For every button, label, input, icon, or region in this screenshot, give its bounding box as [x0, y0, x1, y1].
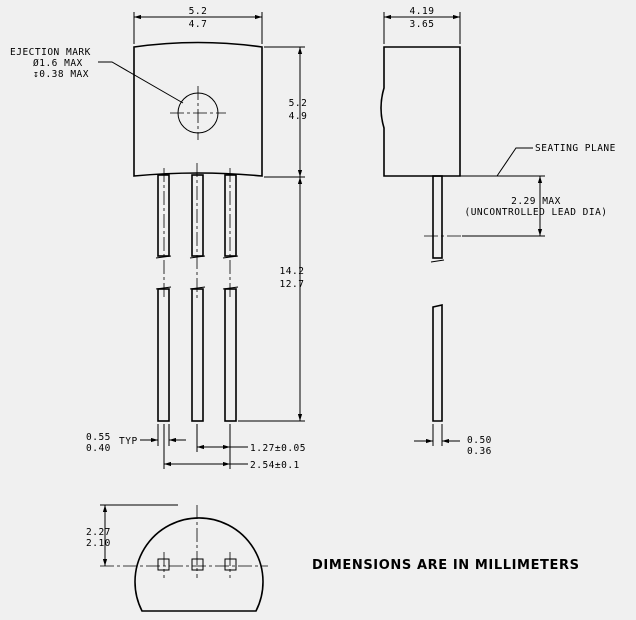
body-thickness-max: 4.19	[410, 6, 435, 17]
lead-right-upper	[224, 174, 237, 257]
side-lead-upper	[432, 175, 443, 259]
units-note: DIMENSIONS ARE IN MILLIMETERS	[312, 558, 580, 573]
lead-center-upper	[191, 174, 204, 257]
span-dimension: 2.54±0.1	[250, 460, 300, 471]
pitch-dimension: 1.27±0.05	[250, 443, 306, 454]
lead-left-upper	[157, 174, 170, 257]
side-body-outline	[380, 46, 461, 177]
seating-plane-leader	[496, 147, 533, 177]
bottom-lead-right	[224, 558, 237, 571]
lead-thickness-min: 0.36	[467, 446, 492, 457]
lead-length-max: 14.2	[280, 266, 305, 277]
front-view: 5.2 4.7 5.2 4.9 14.2 12.7 EJECTION MARK …	[10, 6, 307, 471]
lead-center-lower	[191, 288, 204, 422]
uncontrolled-lead-note: (UNCONTROLLED LEAD DIA)	[464, 207, 607, 218]
bottom-body-outline	[134, 517, 264, 612]
ejection-mark-depth: ↧0.38 MAX	[33, 69, 89, 80]
front-body-outline	[133, 41, 263, 177]
ejection-mark-title: EJECTION MARK	[10, 47, 91, 58]
bottom-lead-left	[157, 558, 170, 571]
bottom-height-max: 2.27	[86, 527, 111, 538]
lead-width-max: 0.55	[86, 432, 111, 443]
bottom-view: 2.27 2.10	[86, 504, 268, 612]
bottom-lead-center	[191, 558, 204, 571]
bottom-height-min: 2.10	[86, 538, 111, 549]
uncontrolled-lead-value: 2.29 MAX	[511, 196, 561, 207]
lead-width-suffix: TYP	[119, 436, 138, 447]
ejection-mark-diameter: Ø1.6 MAX	[33, 58, 83, 69]
lead-length-min: 12.7	[280, 279, 305, 290]
side-lead-lower	[432, 304, 443, 422]
body-width-min: 4.7	[189, 19, 208, 30]
lead-width-min: 0.40	[86, 443, 111, 454]
body-height-max: 5.2	[289, 98, 308, 109]
lead-left-lower	[157, 288, 170, 422]
body-thickness-min: 3.65	[410, 19, 435, 30]
lead-right-lower	[224, 288, 237, 422]
seating-plane-label: SEATING PLANE	[535, 143, 616, 154]
body-width-max: 5.2	[189, 6, 208, 17]
ejection-mark-leader	[98, 61, 184, 104]
side-view: 4.19 3.65 SEATING PLANE 2.29 MAX (UNCONT…	[380, 6, 616, 457]
lead-thickness-max: 0.50	[467, 435, 492, 446]
body-height-min: 4.9	[289, 111, 308, 122]
